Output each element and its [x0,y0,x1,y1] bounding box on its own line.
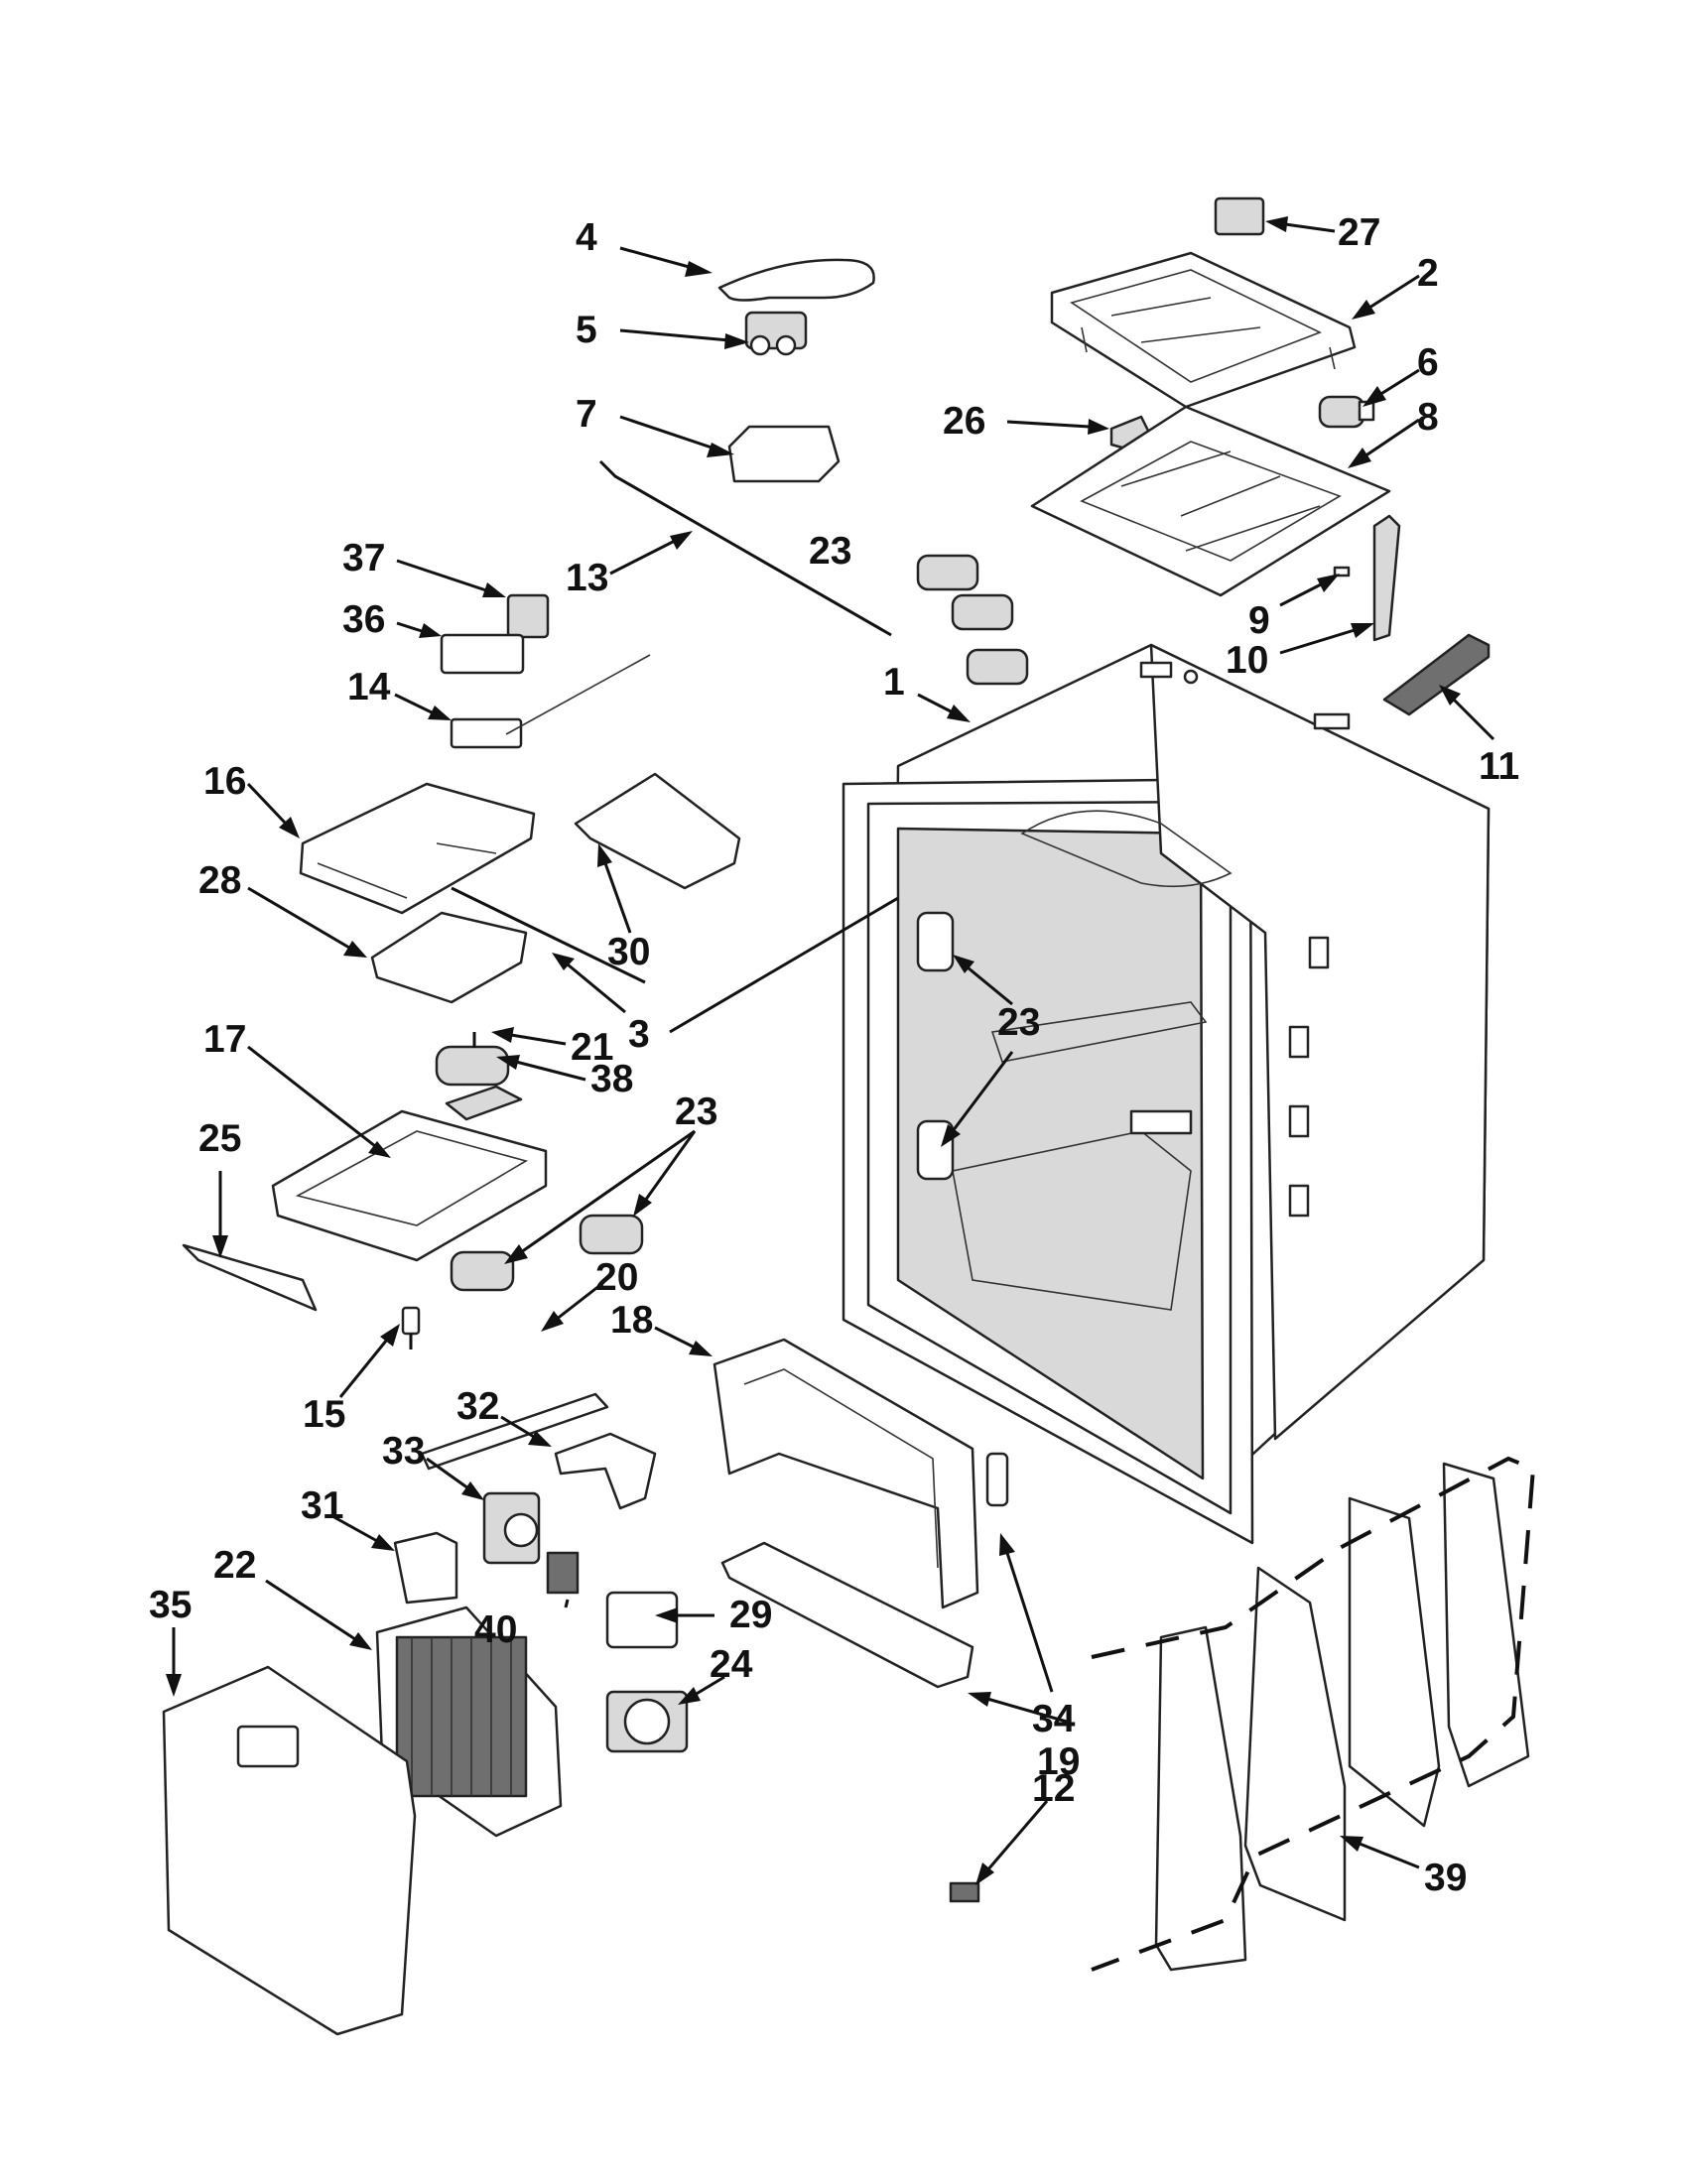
part-19-tray [720,1541,974,1689]
callout-4: 4 [576,216,597,259]
part-5-valve [744,311,808,356]
part-23-liner [916,911,955,1181]
part-37 [506,593,550,639]
part-36 [440,633,525,675]
callout-37: 37 [342,537,385,579]
part-33-damper [482,1491,541,1565]
part-39-dispenser [1091,1456,1536,1972]
part-20-rail [420,1392,609,1471]
callout-8: 8 [1417,396,1439,439]
part-18-tower [713,1338,979,1609]
callout-14: 14 [347,666,391,708]
part-32 [554,1432,657,1510]
part-28 [370,911,528,1004]
callout-39: 39 [1424,1857,1467,1899]
part-liner [842,643,1491,1545]
part-6 [1318,395,1375,429]
callout-40: 40 [474,1608,517,1651]
callout-6: 6 [1417,341,1439,384]
callout-32: 32 [456,1385,499,1428]
callout-11: 11 [1479,745,1519,788]
part-14-wire [505,654,651,735]
leader-lines [166,216,1495,1885]
callout-31: 31 [301,1484,343,1527]
callout-36: 36 [342,598,385,641]
part-40 [546,1551,580,1595]
part-7 [727,425,841,483]
callout-9: 9 [1248,599,1270,642]
part-29 [605,1591,679,1649]
callout-23-top: 23 [809,530,851,573]
callout-34: 34 [1032,1698,1076,1740]
part-top-frame [1050,251,1357,409]
part-13-rod [598,459,892,637]
callout-3: 3 [628,1013,650,1056]
callout-38: 38 [590,1058,633,1100]
part-16-board [299,782,536,915]
part-38 [445,1085,523,1121]
part-23-lower [450,1214,644,1292]
part-31 [393,1531,458,1605]
part-14 [450,717,523,749]
callout-29: 29 [729,1594,772,1636]
callout-23-lower: 23 [675,1091,717,1133]
callout-28: 28 [198,859,241,902]
callout-18: 18 [610,1299,653,1342]
callout-35: 35 [149,1584,192,1626]
callout-23-liner: 23 [997,1001,1040,1044]
callout-2: 2 [1417,252,1439,295]
callout-20: 20 [595,1256,638,1299]
callouts: 4 5 7 27 2 6 8 26 9 10 11 1 23 13 37 36 … [149,211,1519,1899]
part-27 [1214,196,1265,236]
callout-30: 30 [607,931,650,973]
callout-17: 17 [203,1018,246,1061]
callout-13: 13 [566,557,608,599]
callout-22: 22 [213,1544,256,1587]
part-21-motor [435,1032,510,1087]
callout-1: 1 [883,661,905,704]
part-8-panel [1030,405,1391,597]
part-9 [1333,566,1351,578]
part-23-top [916,554,1029,686]
part-30-cover [574,772,741,890]
part-35-cover [162,1665,417,2036]
part-24-fan [605,1690,689,1753]
callout-5: 5 [576,309,597,351]
part-12 [949,1881,980,1903]
part-11-filter [1382,633,1491,716]
part-25-strip [182,1243,318,1312]
part-3-wire [451,886,646,984]
callout-12: 12 [1032,1767,1075,1810]
part-17-housing [271,1109,548,1262]
callout-24: 24 [710,1643,753,1686]
part-4-tube [717,258,875,302]
callout-15: 15 [303,1393,345,1436]
callout-10: 10 [1226,639,1268,682]
callout-25: 25 [198,1117,241,1160]
part-15-screw [401,1306,421,1349]
part-34 [985,1452,1009,1507]
callout-7: 7 [576,393,597,436]
callout-19: 19 [1037,1740,1080,1783]
callout-33: 33 [382,1430,425,1473]
callout-16: 16 [203,760,246,803]
callout-21: 21 [571,1026,613,1069]
part-10-bar [1372,514,1401,642]
callout-27: 27 [1338,211,1380,254]
callout-26: 26 [943,400,985,443]
